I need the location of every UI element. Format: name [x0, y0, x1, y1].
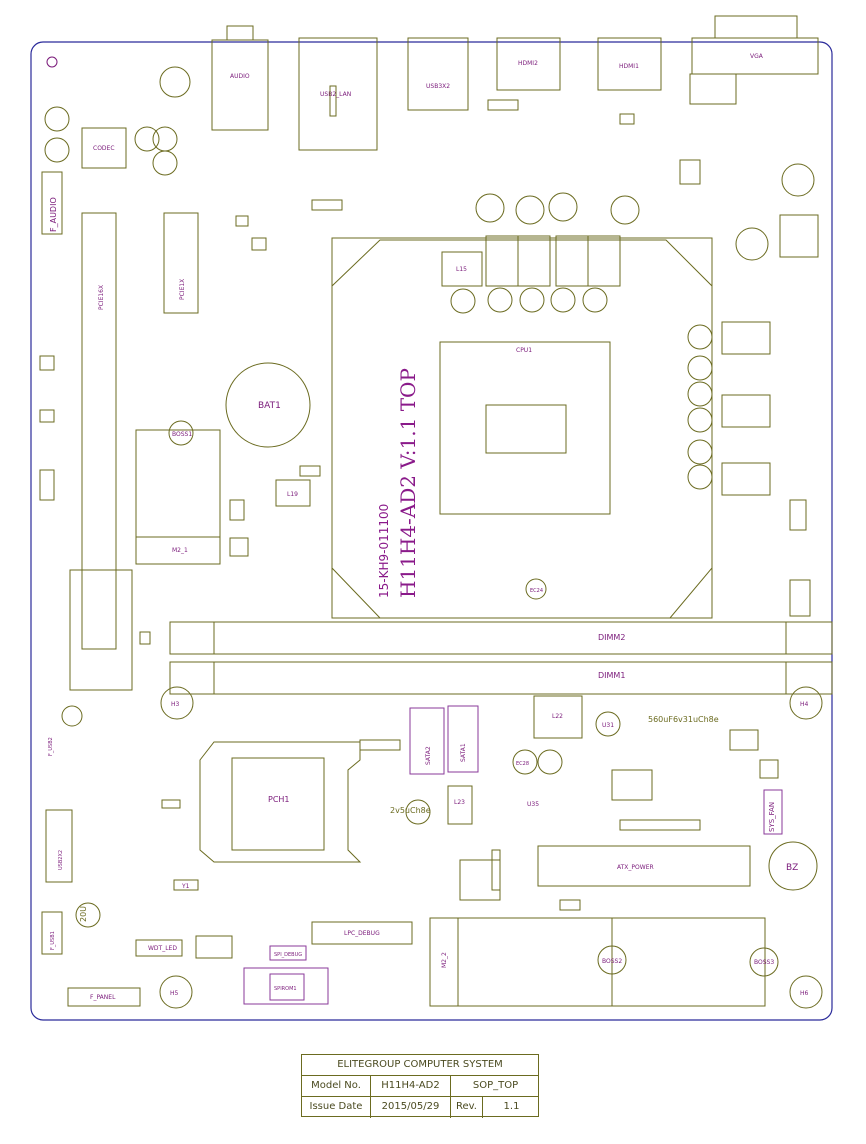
codec-chip: [81, 127, 127, 169]
rev-value: 1.1: [482, 1097, 540, 1118]
sata1-label: SATA1: [460, 743, 467, 762]
lpc-debug-label: LPC_DEBUG: [344, 930, 380, 937]
bz-label: BZ: [786, 863, 798, 873]
ec28-label: EC28: [516, 761, 529, 767]
battery: [225, 362, 311, 448]
boss2-label: BOSS2: [602, 958, 622, 965]
cpu1-label: CPU1: [516, 347, 532, 354]
board-title: H11H4-AD2 V:1.1 TOP: [396, 368, 420, 598]
l23-label: L23: [454, 799, 465, 806]
dimm2-label: DIMM2: [598, 633, 625, 642]
cpu-socket: [439, 341, 611, 515]
pcie1x-slot: [163, 212, 199, 314]
sata2-label: SATA2: [425, 746, 432, 765]
buzzer: [768, 841, 818, 891]
sata1-connector: [447, 705, 479, 773]
hdmi1-connector: [597, 37, 662, 91]
model-value: H11H4-AD2: [370, 1076, 450, 1097]
dimm1-label: DIMM1: [598, 671, 625, 680]
codec-label: CODEC: [93, 145, 115, 152]
mounting-hole-h5: [159, 975, 193, 1009]
dimm1-slot: [169, 661, 833, 695]
pcie16x-label: PCIE16X: [98, 285, 105, 310]
usb3x2-connector: [407, 37, 469, 111]
bat1-label: BAT1: [258, 401, 281, 411]
wdt-led-label: WDT_LED: [148, 945, 177, 952]
h4-label: H4: [800, 701, 809, 708]
audio-connector: [211, 39, 269, 131]
dimm2-slot: [169, 621, 833, 655]
atx-power-label: ATX_POWER: [617, 864, 654, 871]
cap-20u-label: 20U: [79, 906, 88, 922]
h6-label: H6: [800, 990, 809, 997]
y1-label: Y1: [181, 883, 190, 890]
m2-2-label: M2_2: [441, 952, 448, 968]
u35-label: U35: [527, 801, 539, 808]
mounting-hole-h4: [789, 686, 823, 720]
hdmi1-label: HDMI1: [619, 63, 639, 70]
u31-label: U31: [602, 722, 614, 729]
spirom1-label: SPIROM1: [274, 986, 297, 992]
h5-label: H5: [170, 990, 179, 997]
hdmi2-label: HDMI2: [518, 60, 538, 67]
pcie16x-slot: [81, 212, 117, 650]
f-usb1-label: F_USB1: [50, 931, 56, 950]
f-panel-label: F_PANEL: [90, 994, 116, 1001]
l22-label: L22: [552, 713, 563, 720]
ec24-label: EC24: [530, 588, 543, 594]
boss3-label: BOSS3: [754, 959, 774, 966]
company-name: ELITEGROUP COMPUTER SYSTEM: [337, 1059, 503, 1070]
pch1-label: PCH1: [268, 795, 290, 804]
usb2-lan-connector: [298, 37, 378, 151]
model-label: Model No.: [311, 1080, 361, 1091]
fiducial: [46, 56, 58, 68]
f-usb2-label: F_USB2: [48, 737, 54, 756]
f-audio-label: F_AUDIO: [49, 197, 58, 232]
sata2-connector: [409, 707, 445, 775]
board-part-number: 15-KH9-011100: [377, 504, 391, 598]
usb2x2-label: USB2X2: [58, 850, 64, 870]
rev-label: Rev.: [450, 1097, 482, 1118]
l19-label: L19: [287, 491, 298, 498]
spi-debug-label: SPI_DEBUG: [274, 952, 302, 958]
boss1-label: BOSS1: [172, 431, 192, 438]
date-value: 2015/05/29: [370, 1097, 450, 1118]
m2-1-label: M2_1: [172, 547, 188, 554]
m2-1-slot: [135, 429, 221, 565]
l15-label: L15: [456, 266, 467, 273]
cap-note-1: 560uF6v31uCh8e: [648, 715, 719, 724]
h3-label: H3: [171, 701, 180, 708]
usb3x2-label: USB3X2: [426, 83, 450, 90]
audio-label: AUDIO: [230, 73, 250, 80]
sys-fan-label: SYS_FAN: [768, 802, 776, 832]
pch-heatsink-outline: [199, 741, 362, 863]
date-label: Issue Date: [309, 1101, 363, 1112]
hdmi2-connector: [496, 37, 561, 91]
board-outline: [30, 41, 833, 1021]
cap-note-2: 2v5uCh8e: [390, 806, 431, 815]
atx-power-connector: [537, 845, 751, 887]
vga-label: VGA: [750, 53, 764, 60]
mounting-hole-h3: [160, 686, 194, 720]
side-value: SOP_TOP: [450, 1076, 540, 1097]
pcie1x-label: PCIE1X: [179, 279, 186, 300]
f-audio-header: [41, 171, 63, 235]
title-block: ELITEGROUP COMPUTER SYSTEM Model No. H11…: [301, 1054, 540, 1118]
pch-chip: [231, 757, 325, 851]
mounting-hole-h6: [789, 975, 823, 1009]
